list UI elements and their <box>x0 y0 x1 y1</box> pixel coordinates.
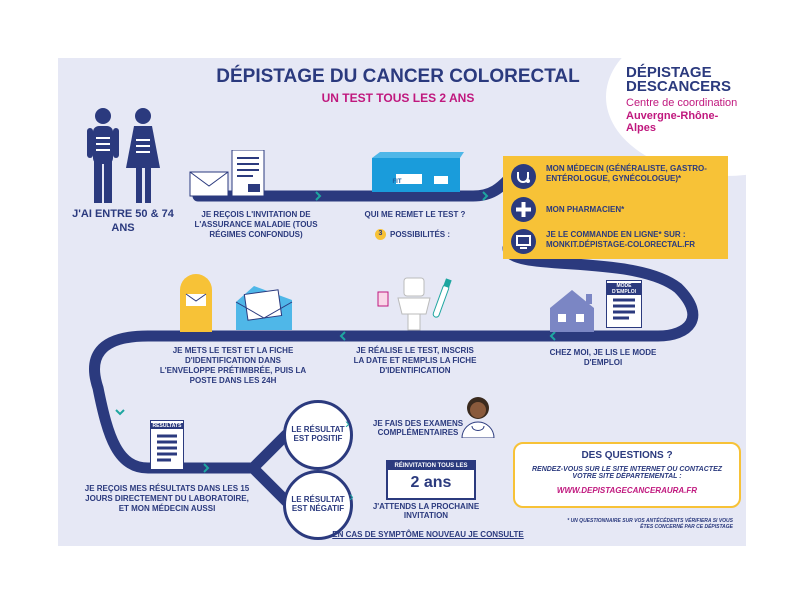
arrow-right-icon: › <box>345 415 350 431</box>
possibilities-badge: 3 <box>375 229 386 240</box>
option-doctor: MON MÉDECIN (GÉNÉRALISTE, GASTRO-ENTÉROL… <box>546 164 707 184</box>
page-title: DÉPISTAGE DU CANCER COLORECTAL <box>216 66 580 87</box>
post-test-label: JE METS LE TEST ET LA FICHE D'IDENTIFICA… <box>159 346 307 385</box>
negative-result-circle: LE RÉSULTAT EST NÉGATIF <box>283 470 353 540</box>
house-icon <box>550 290 594 332</box>
results-document-icon: RÉSULTATS <box>150 420 184 470</box>
logo-line-4: Auvergne-Rhône-Alpes <box>626 110 719 134</box>
questions-website-link[interactable]: WWW.DEPISTAGECANCERAURA.FR <box>556 486 698 495</box>
page-subtitle: UN TEST TOUS LES 2 ANS <box>321 91 475 105</box>
kit-label: FIT <box>392 179 402 185</box>
pharmacy-cross-icon <box>511 197 536 222</box>
questions-box: DES QUESTIONS ? RENDEZ-VOUS SUR LE SITE … <box>513 442 741 508</box>
possibilities-label: POSSIBILITÉS : <box>390 230 451 239</box>
mailbox-envelope-icon <box>180 274 293 332</box>
positive-action-label: JE FAIS DES EXAMENS COMPLÉMENTAIRES <box>372 419 464 437</box>
instructions-document-icon: MODE D'EMPLOI <box>606 280 642 328</box>
doctor-avatar-icon <box>461 397 495 438</box>
symptom-note: EN CAS DE SYMPTÔME NOUVEAU JE CONSULTE <box>332 530 524 539</box>
test-kit-box-icon <box>372 152 464 192</box>
logo-line-1: DÉPISTAGE <box>626 64 712 81</box>
infographic-panel: DÉPISTAGE DU CANCER COLORECTAL UN TEST T… <box>58 58 746 546</box>
options-panel <box>503 156 728 259</box>
toilet-sample-icon <box>377 277 452 331</box>
who-gives-label: QUI ME REMET LE TEST ? <box>364 210 466 219</box>
man-woman-icon <box>87 108 160 203</box>
invitation-step-label: JE REÇOIS L'INVITATION DE L'ASSURANCE MA… <box>194 210 318 239</box>
arrow-right-icon: › <box>349 488 354 504</box>
read-instructions-label: CHEZ MOI, JE LIS LE MODE D'EMPLOI <box>549 348 657 367</box>
positive-result-circle: LE RÉSULTAT EST POSITIF <box>283 400 353 470</box>
option-online: JE LE COMMANDE EN LIGNE* SUR : MONKIT.DÉ… <box>546 230 696 250</box>
doctor-icon <box>511 164 536 189</box>
footnote: * UN QUESTIONNAIRE SUR VOS ANTÉCÉDENTS V… <box>567 518 733 530</box>
logo-line-3: Centre de coordination <box>626 97 738 109</box>
receive-results-label: JE REÇOIS MES RÉSULTATS DANS LES 15 JOUR… <box>84 484 250 513</box>
logo-line-2: DESCANCERS <box>626 78 732 95</box>
option-pharmacist: MON PHARMACIEN* <box>546 205 625 214</box>
reinvitation-interval: 2 ans <box>410 474 452 491</box>
perform-test-label: JE RÉALISE LE TEST, INSCRIS LA DATE ET R… <box>353 346 477 375</box>
reinvitation-box: RÉINVITATION TOUS LES 2 ans <box>386 460 476 500</box>
invitation-envelope-icon <box>189 150 265 197</box>
computer-icon <box>511 229 536 254</box>
negative-action-label: J'ATTENDS LA PROCHAINE INVITATION <box>372 502 480 520</box>
age-range-label: J'AI ENTRE 50 & 74 ANS <box>72 208 174 234</box>
